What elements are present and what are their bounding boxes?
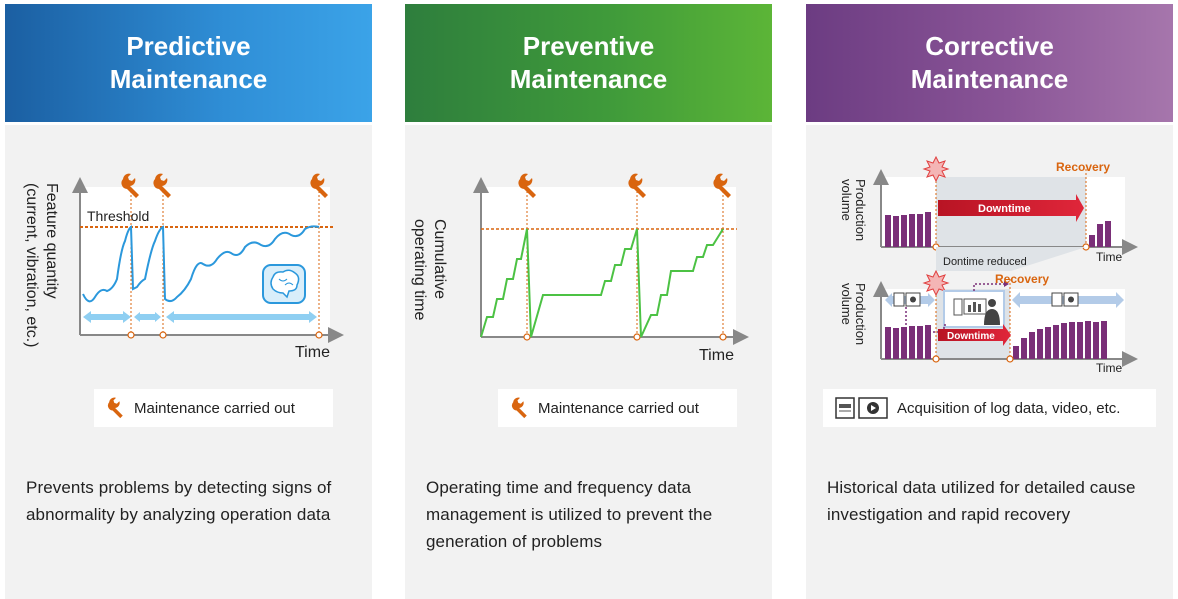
x-axis-label: Time [295, 344, 330, 361]
downtime-arrow-bottom [938, 324, 1011, 346]
downtime-arrow-top [938, 194, 1084, 222]
downtime-reduced-shade [936, 247, 1086, 271]
brain-icon [262, 264, 306, 304]
top-y-label: Production volume [839, 179, 868, 241]
log-file-icon [893, 292, 921, 307]
y-label-line2: (current, vibration, etc.) [23, 183, 40, 348]
preventive-title-line1: Preventive [522, 31, 655, 61]
double-arrow-icon [83, 311, 317, 323]
predictive-panel: Predictive Maintenance Feature quantity … [5, 4, 372, 599]
corrective-panel: Corrective Maintenance Production volume [806, 4, 1173, 599]
predictive-diagram: Feature quantity (current, vibration, et… [23, 173, 344, 361]
y-axis-label: Feature quantity (current, vibration, et… [23, 183, 60, 348]
top-y-label-line1: Production [853, 179, 868, 241]
top-y-label-line2: volume [839, 179, 854, 221]
y-label-line1: Feature quantity [43, 183, 60, 299]
wrench-icon [510, 397, 530, 419]
y-label-line1: Cumulative [431, 219, 448, 299]
legend-label: Acquisition of log data, video, etc. [897, 399, 1121, 417]
legend-label: Maintenance carried out [134, 399, 295, 417]
wrench-icon [518, 173, 731, 198]
y-axis-label: Cumulative operating time [411, 219, 448, 320]
predictive-title-line2: Maintenance [109, 64, 268, 94]
y-label-line2: operating time [411, 219, 428, 320]
bottom-y-label-line2: volume [839, 283, 854, 325]
alert-burst-icon [922, 269, 950, 297]
corrective-title-line2: Maintenance [910, 64, 1069, 94]
bottom-y-label: Production volume [839, 283, 868, 345]
operating-time-curve [480, 228, 724, 338]
plot-area [481, 187, 736, 337]
plot-area [80, 187, 330, 335]
corrective-header: Corrective Maintenance [806, 4, 1173, 125]
corrective-diagram: Production volume Downtime Recovery Time… [839, 155, 1138, 375]
preventive-panel: Preventive Maintenance Cumulative operat… [405, 4, 772, 599]
x-label-bottom: Time [1096, 361, 1123, 375]
top-production-bars [885, 212, 1111, 247]
x-axis-label: Time [699, 347, 734, 364]
predictive-description: Prevents problems by detecting signs of … [26, 478, 332, 524]
feature-curve [82, 225, 320, 303]
recovery-label-top: Recovery [1056, 160, 1110, 174]
predictive-header: Predictive Maintenance [5, 4, 372, 125]
predictive-legend: Maintenance carried out [94, 389, 333, 427]
recovery-label-bottom: Recovery [995, 272, 1049, 286]
log-video-icon [835, 396, 889, 420]
preventive-diagram: Cumulative operating time Time [411, 173, 749, 364]
corrective-legend: Acquisition of log data, video, etc. [823, 389, 1156, 427]
downtime-label-top: Downtime [978, 203, 1031, 215]
bottom-y-label-line1: Production [853, 283, 868, 345]
preventive-description: Operating time and frequency data manage… [426, 478, 713, 551]
wrench-icon [121, 173, 328, 198]
bottom-production-bars [885, 321, 1107, 359]
legend-label: Maintenance carried out [538, 399, 699, 417]
alert-burst-icon [922, 155, 950, 183]
corrective-title-line1: Corrective [925, 31, 1054, 61]
preventive-title-line2: Maintenance [509, 64, 668, 94]
downtime-reduced-label: Dontime reduced [943, 256, 1027, 268]
preventive-legend: Maintenance carried out [498, 389, 737, 427]
maintenance-markers [526, 191, 724, 337]
predictive-title-line1: Predictive [126, 31, 251, 61]
wrench-icon [106, 397, 126, 419]
threshold-label: Threshold [87, 208, 149, 224]
preventive-header: Preventive Maintenance [405, 4, 772, 125]
video-icon [1051, 292, 1079, 307]
downtime-label-bottom: Downtime [947, 331, 995, 342]
operator-pc-icon [943, 290, 1005, 328]
corrective-description: Historical data utilized for detailed ca… [827, 478, 1136, 524]
x-label-top: Time [1096, 250, 1123, 264]
